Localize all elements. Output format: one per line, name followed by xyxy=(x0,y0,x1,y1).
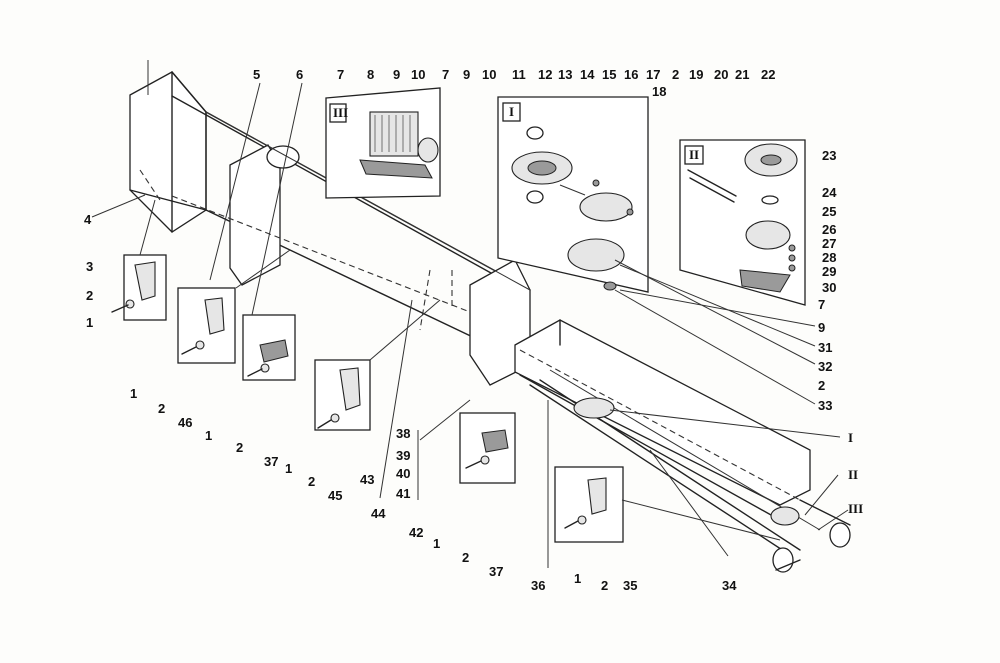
callout: 23 xyxy=(822,148,836,163)
callout: 8 xyxy=(367,67,374,82)
callout: 26 xyxy=(822,222,836,237)
callout: 19 xyxy=(689,67,703,82)
callout: 9 xyxy=(818,320,825,335)
callout: 37 xyxy=(489,564,503,579)
callout: 20 xyxy=(714,67,728,82)
inset-I-label: I xyxy=(509,104,514,119)
callout: 2 xyxy=(236,440,243,455)
callout: 2 xyxy=(601,578,608,593)
callout: 12 xyxy=(538,67,552,82)
callout: 7 xyxy=(818,297,825,312)
callout: 2 xyxy=(308,474,315,489)
callout: 3 xyxy=(86,259,93,274)
callout: 10 xyxy=(482,67,496,82)
callout: 32 xyxy=(818,359,832,374)
callout: 13 xyxy=(558,67,572,82)
callout: 30 xyxy=(822,280,836,295)
callout: 11 xyxy=(512,67,526,82)
callout: 18 xyxy=(652,84,666,99)
bracket-inset-5 xyxy=(459,412,516,484)
leader-lines xyxy=(91,82,849,568)
callout: 38 xyxy=(396,426,410,441)
callout: 22 xyxy=(761,67,775,82)
bracket-inset-2 xyxy=(177,287,236,364)
callout: 1 xyxy=(433,536,440,551)
inset-III xyxy=(325,87,441,199)
callout: 14 xyxy=(580,67,595,82)
callout: 2 xyxy=(672,67,679,82)
inset-II xyxy=(679,139,806,306)
callout: 1 xyxy=(574,571,581,586)
callout: 37 xyxy=(264,454,278,469)
callout: 31 xyxy=(818,340,832,355)
callout: II xyxy=(848,467,858,482)
bracket-inset-3 xyxy=(242,314,296,381)
callout: III xyxy=(848,501,863,516)
callout: 10 xyxy=(411,67,425,82)
callout: 39 xyxy=(396,448,410,463)
callout: 7 xyxy=(337,67,344,82)
callout: 34 xyxy=(722,578,737,593)
callout: 16 xyxy=(624,67,638,82)
callout: 17 xyxy=(646,67,660,82)
inset-I xyxy=(497,96,649,293)
callout: 9 xyxy=(463,67,470,82)
callout: 46 xyxy=(178,415,192,430)
callout: 42 xyxy=(409,525,423,540)
callout: 2 xyxy=(158,401,165,416)
callout: 15 xyxy=(602,67,616,82)
callout: 2 xyxy=(86,288,93,303)
callout: 28 xyxy=(822,250,836,265)
callout: 1 xyxy=(86,315,93,330)
callout: 6 xyxy=(296,67,303,82)
callout: 33 xyxy=(818,398,832,413)
callout: 45 xyxy=(328,488,342,503)
callout: 7 xyxy=(442,67,449,82)
bracket-inset-6 xyxy=(554,466,624,543)
callout: 40 xyxy=(396,466,410,481)
inset-III-label: III xyxy=(333,105,348,120)
callout: 21 xyxy=(735,67,749,82)
callout: I xyxy=(848,430,853,445)
callout: 24 xyxy=(822,185,837,200)
callout: 27 xyxy=(822,236,836,251)
callout: 44 xyxy=(371,506,386,521)
bracket-inset-4 xyxy=(314,359,371,431)
callout: 1 xyxy=(205,428,212,443)
callout: 2 xyxy=(818,378,825,393)
callout: 35 xyxy=(623,578,637,593)
callout: 36 xyxy=(531,578,545,593)
conveyor-frame xyxy=(514,319,851,573)
callout: 5 xyxy=(253,67,260,82)
callout: 1 xyxy=(130,386,137,401)
inset-II-label: II xyxy=(689,147,699,162)
callout: 29 xyxy=(822,264,836,279)
callout: 25 xyxy=(822,204,836,219)
callout-numbers: 5 6 7 8 9 10 7 9 10 11 12 13 14 15 16 17… xyxy=(84,67,863,593)
callout: 41 xyxy=(396,486,410,501)
callout: 9 xyxy=(393,67,400,82)
bracket-inset-1 xyxy=(111,254,167,321)
callout: 43 xyxy=(360,472,374,487)
callout: 4 xyxy=(84,212,92,227)
callout: 1 xyxy=(285,461,292,476)
callout: 2 xyxy=(462,550,469,565)
